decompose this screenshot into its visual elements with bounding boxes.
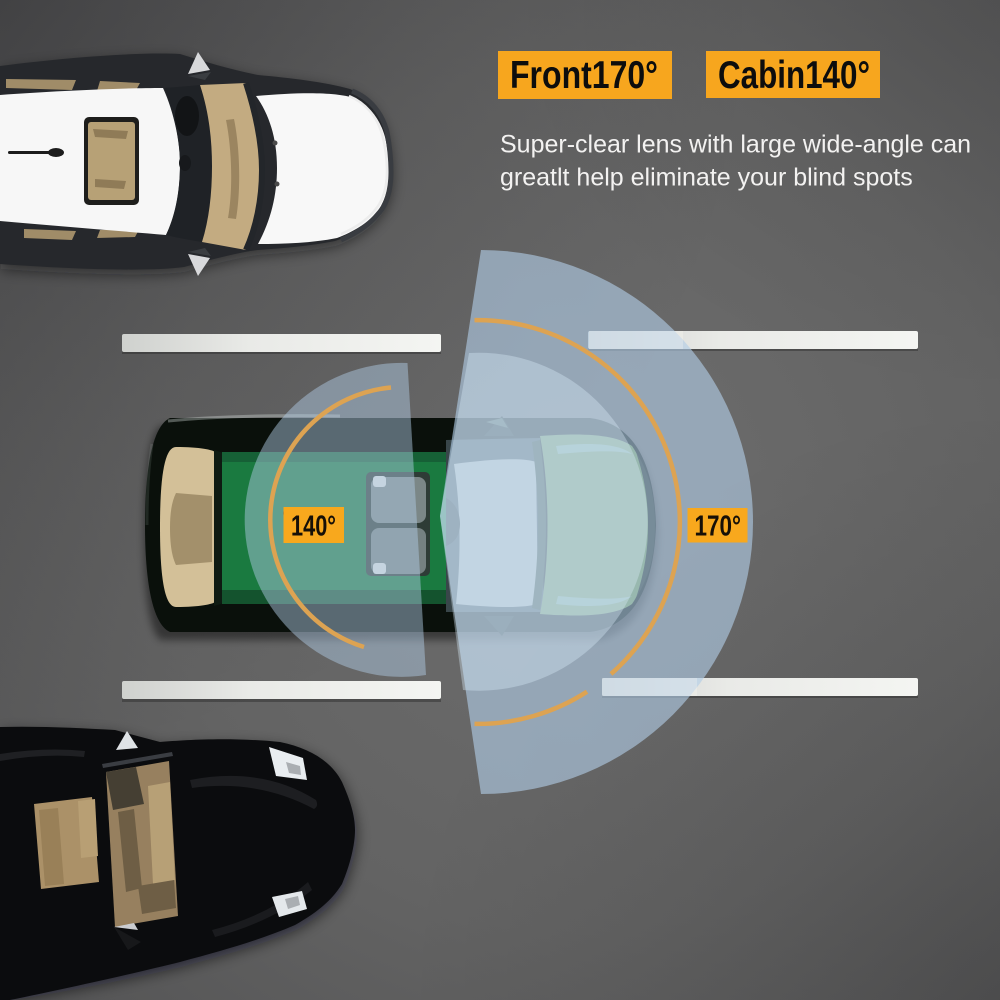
svg-text:140°: 140° (291, 511, 336, 543)
svg-text:170°: 170° (695, 511, 742, 543)
svg-text:Front170°: Front170° (510, 54, 658, 97)
svg-text:greatlt help eliminate your bl: greatlt help eliminate your blind spots (500, 164, 913, 192)
svg-text:Super-clear lens with large wi: Super-clear lens with large wide-angle c… (500, 131, 971, 159)
svg-text:Cabin140°: Cabin140° (718, 54, 870, 97)
